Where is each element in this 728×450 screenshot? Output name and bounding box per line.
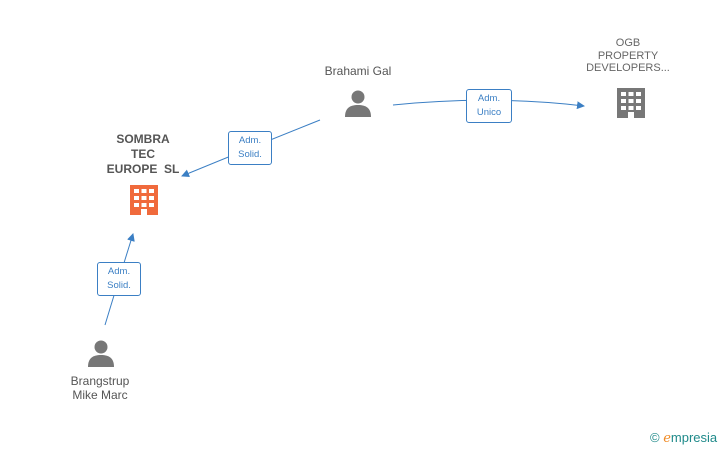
edge-label-brahami-ogb[interactable]: Adm. Unico xyxy=(466,89,512,123)
edge-label-brahami-sombra[interactable]: Adm. Solid. xyxy=(228,131,272,165)
node-label-brahami: Brahami Gal xyxy=(324,64,392,78)
edge-label-brangstrup-sombra[interactable]: Adm. Solid. xyxy=(97,262,141,296)
person-icon[interactable] xyxy=(86,339,116,369)
node-label-ogb: OGB PROPERTY DEVELOPERS... xyxy=(586,37,670,74)
node-label-brangstrup: Brangstrup Mike Marc xyxy=(70,374,130,402)
brand-name: mpresia xyxy=(670,430,718,445)
node-label-sombra: SOMBRA TEC EUROPE SL xyxy=(106,132,180,176)
copyright-icon: © xyxy=(650,430,660,445)
building-icon[interactable] xyxy=(128,183,160,217)
building-icon[interactable] xyxy=(615,86,647,120)
empresia-watermark: © empresia xyxy=(650,430,717,446)
person-icon[interactable] xyxy=(343,89,373,119)
brand-initial: e xyxy=(663,431,671,446)
